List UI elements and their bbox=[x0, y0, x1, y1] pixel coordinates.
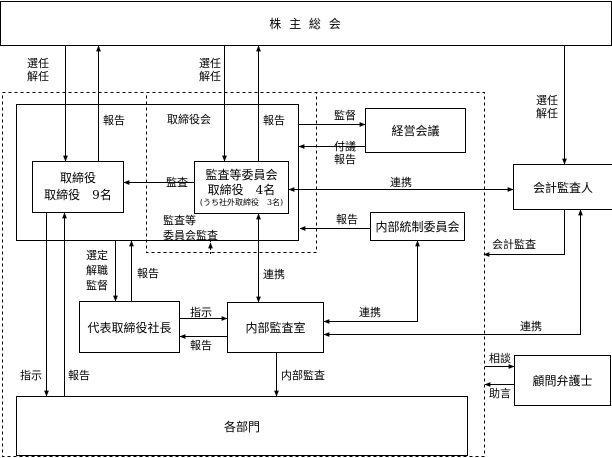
label-committee-audit: 監査等 委員会監査 bbox=[163, 213, 218, 243]
audit-dashed-boundary bbox=[146, 92, 317, 253]
management-meeting-box: 経営会議 bbox=[365, 108, 466, 153]
shareholders-label: 株 主 総 会 bbox=[269, 17, 343, 31]
arrow-coordination-auditor-low bbox=[323, 209, 583, 337]
label-appoint-2: 解職 bbox=[86, 264, 108, 277]
board-title: 取締役会 bbox=[167, 113, 211, 126]
label-instruction-president: 指示 bbox=[190, 306, 212, 319]
label-elect-auditor: 選任 解任 bbox=[536, 94, 558, 120]
label-elect-directors: 選任 解任 bbox=[27, 57, 49, 83]
label-report-left: 報告 bbox=[68, 369, 90, 382]
label-coordination-vertical: 連携 bbox=[263, 268, 285, 281]
internal-audit-office-box: 内部監査室 bbox=[227, 302, 324, 353]
label-elect-directors-2: 解任 bbox=[27, 70, 49, 83]
label-coordination-icc: 連携 bbox=[359, 306, 381, 319]
label-elect-auditor-1: 選任 bbox=[536, 94, 558, 107]
label-proposal-1: 付議 bbox=[334, 140, 356, 153]
label-appoint: 選定 解職 監督 bbox=[86, 248, 108, 293]
label-committee-audit-1: 監査等 bbox=[163, 214, 196, 227]
directors-line1: 取締役 bbox=[59, 171, 96, 185]
label-elect-audit-1: 選任 bbox=[199, 57, 221, 70]
label-consult: 相談 bbox=[489, 352, 511, 365]
departments-box: 各部門 bbox=[16, 396, 468, 456]
legal-advisor-box: 顧問弁護士 bbox=[514, 355, 611, 406]
departments-label: 各部門 bbox=[223, 419, 260, 434]
internal-control-committee-label: 内部統制委員会 bbox=[375, 220, 460, 234]
label-coordination-auditor: 連携 bbox=[390, 176, 412, 189]
label-audit: 監査 bbox=[166, 176, 188, 189]
audit-committee-line2: 取締役 4名 bbox=[207, 182, 276, 197]
label-supervision: 監督 bbox=[334, 109, 356, 122]
label-committee-audit-2: 委員会監査 bbox=[163, 229, 218, 242]
label-report-shareholders: 報告 bbox=[103, 114, 125, 127]
label-internal-audit: 内部監査 bbox=[281, 369, 325, 382]
label-report-icc: 報告 bbox=[336, 213, 358, 226]
board-frame bbox=[16, 104, 299, 241]
label-elect-auditor-2: 解任 bbox=[536, 107, 558, 120]
label-accounting-audit: 会計監査 bbox=[492, 238, 536, 251]
shareholders-box: 株 主 総 会 bbox=[0, 1, 612, 46]
president-label: 代表取締役社長 bbox=[87, 320, 172, 335]
audit-committee-box: 監査等委員会 取締役 4名 (うち社外取締役 3名) bbox=[194, 161, 289, 214]
accounting-auditor-box: 会計監査人 bbox=[513, 164, 612, 210]
management-meeting-label: 経営会議 bbox=[391, 124, 440, 138]
label-coordination-auditor-low: 連携 bbox=[520, 320, 542, 333]
label-report-board: 報告 bbox=[263, 114, 285, 127]
label-advice: 助言 bbox=[489, 387, 511, 400]
label-elect-directors-1: 選任 bbox=[27, 57, 49, 70]
label-proposal: 付議 報告 bbox=[334, 140, 356, 166]
label-report-president: 報告 bbox=[137, 267, 159, 280]
label-appoint-1: 選定 bbox=[86, 249, 108, 262]
label-proposal-2: 報告 bbox=[334, 153, 356, 166]
accounting-auditor-label: 会計監査人 bbox=[532, 180, 593, 195]
label-elect-audit-2: 解任 bbox=[199, 70, 221, 83]
directors-line2: 取締役 9名 bbox=[44, 188, 112, 202]
label-elect-audit: 選任 解任 bbox=[199, 57, 221, 83]
legal-advisor-label: 顧問弁護士 bbox=[532, 374, 593, 388]
president-box: 代表取締役社長 bbox=[79, 301, 180, 353]
internal-control-committee-box: 内部統制委員会 bbox=[370, 212, 465, 241]
label-appoint-3: 監督 bbox=[86, 279, 108, 292]
label-report-ia: 報告 bbox=[190, 339, 212, 352]
label-instruction-left: 指示 bbox=[20, 369, 42, 382]
audit-committee-line1: 監査等委員会 bbox=[205, 167, 278, 182]
directors-box: 取締役 取締役 9名 bbox=[32, 161, 124, 213]
audit-committee-line3: (うち社外取締役 3名) bbox=[199, 197, 284, 207]
internal-audit-office-label: 内部監査室 bbox=[245, 321, 306, 335]
